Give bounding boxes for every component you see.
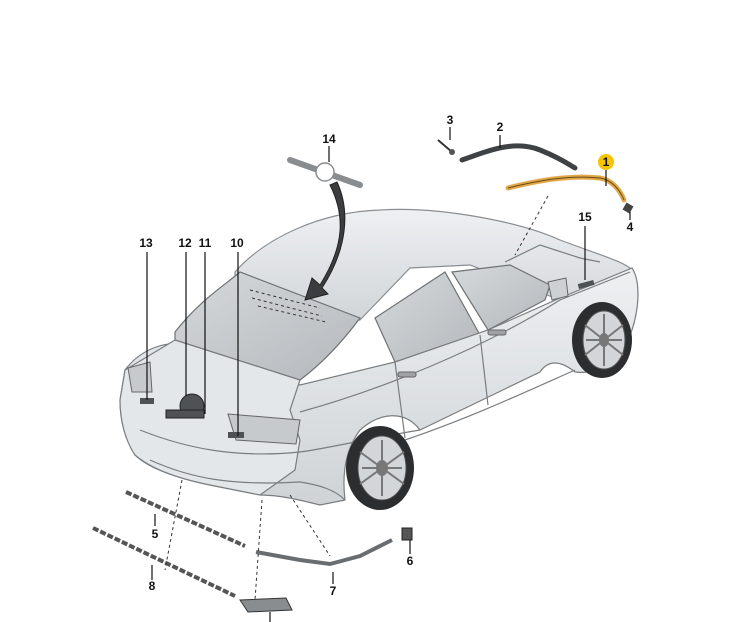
part-14-trim-strip <box>287 157 363 188</box>
mounting-arrow <box>304 181 346 301</box>
roof-antenna-position <box>249 289 327 323</box>
label-8: 8 <box>149 579 156 593</box>
rear-model-badge <box>165 409 205 419</box>
part-2-roof-moulding <box>459 143 578 171</box>
label-10: 10 <box>230 236 244 250</box>
part-9-exhaust-trim <box>239 597 293 613</box>
label-11: 11 <box>199 236 212 250</box>
part-6-clip <box>401 527 413 541</box>
label-12: 12 <box>178 236 192 250</box>
label-3: 3 <box>447 113 454 127</box>
fender-badge <box>577 279 595 289</box>
front-wheel <box>572 302 632 378</box>
label-2: 2 <box>497 120 504 134</box>
left-rear-script <box>140 398 154 404</box>
part-8-lower-strip <box>92 526 236 598</box>
part-4-clip <box>622 202 634 214</box>
part-5-bumper-strip <box>125 490 246 548</box>
right-tail-light <box>227 413 301 445</box>
highlight-badge <box>598 154 614 170</box>
label-5: 5 <box>152 527 159 541</box>
label-1: 1 <box>603 155 610 169</box>
part-7-side-trim <box>255 538 393 567</box>
part-labels: 1 2 3 4 5 6 7 8 10 11 12 13 14 15 <box>139 113 633 598</box>
car-rear-face <box>119 339 301 496</box>
label-7: 7 <box>330 584 337 598</box>
label-14: 14 <box>322 132 336 146</box>
label-13: 13 <box>139 236 153 250</box>
part-3-screw <box>437 139 455 155</box>
rear-wheel <box>346 426 414 510</box>
front-side-window <box>450 264 551 331</box>
label-15: 15 <box>578 210 592 224</box>
car-illustration <box>119 208 639 510</box>
label-6: 6 <box>407 554 414 568</box>
label-4: 4 <box>627 220 634 234</box>
rear-window <box>174 271 361 381</box>
side-mirror <box>547 277 569 301</box>
right-rear-script <box>228 432 244 438</box>
leader-lines <box>146 127 631 622</box>
left-tail-light <box>127 361 153 393</box>
